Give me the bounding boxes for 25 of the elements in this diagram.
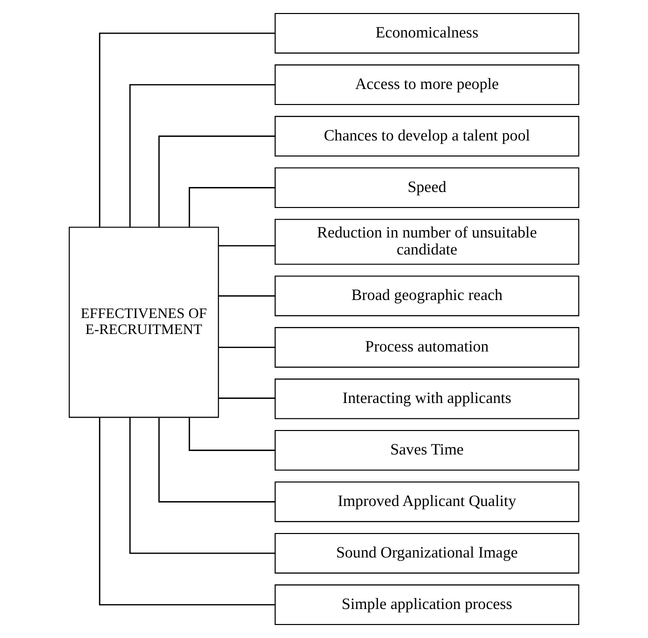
node-box: EFFECTIVENES OF E-RECRUITMENT	[68, 226, 219, 418]
node-box: Simple application process	[274, 584, 580, 626]
node-box: Broad geographic reach	[274, 276, 580, 316]
node-box: Chances to develop a talent pool	[274, 116, 580, 157]
node-box: Reduction in number of unsuitable candidate	[274, 218, 580, 265]
node-box: Sound Organizational Image	[274, 532, 580, 574]
node-box: Improved Applicant Quality	[274, 481, 580, 522]
connector	[188, 417, 276, 451]
connector	[218, 295, 275, 297]
connector	[158, 418, 275, 502]
node-box: Saves Time	[274, 430, 580, 471]
connector	[129, 418, 275, 554]
node-box: Economicalness	[274, 12, 580, 54]
connector	[158, 136, 275, 228]
node-box: Speed	[274, 167, 580, 208]
node-box: Process automation	[274, 327, 580, 368]
connector	[129, 84, 275, 228]
node-box: Interacting with applicants	[274, 378, 580, 420]
connector	[218, 245, 275, 246]
connector	[188, 187, 276, 227]
connector	[98, 32, 275, 228]
connector	[218, 398, 275, 399]
connector	[218, 346, 275, 348]
connector	[98, 418, 275, 606]
node-box: Access to more people	[274, 64, 580, 106]
